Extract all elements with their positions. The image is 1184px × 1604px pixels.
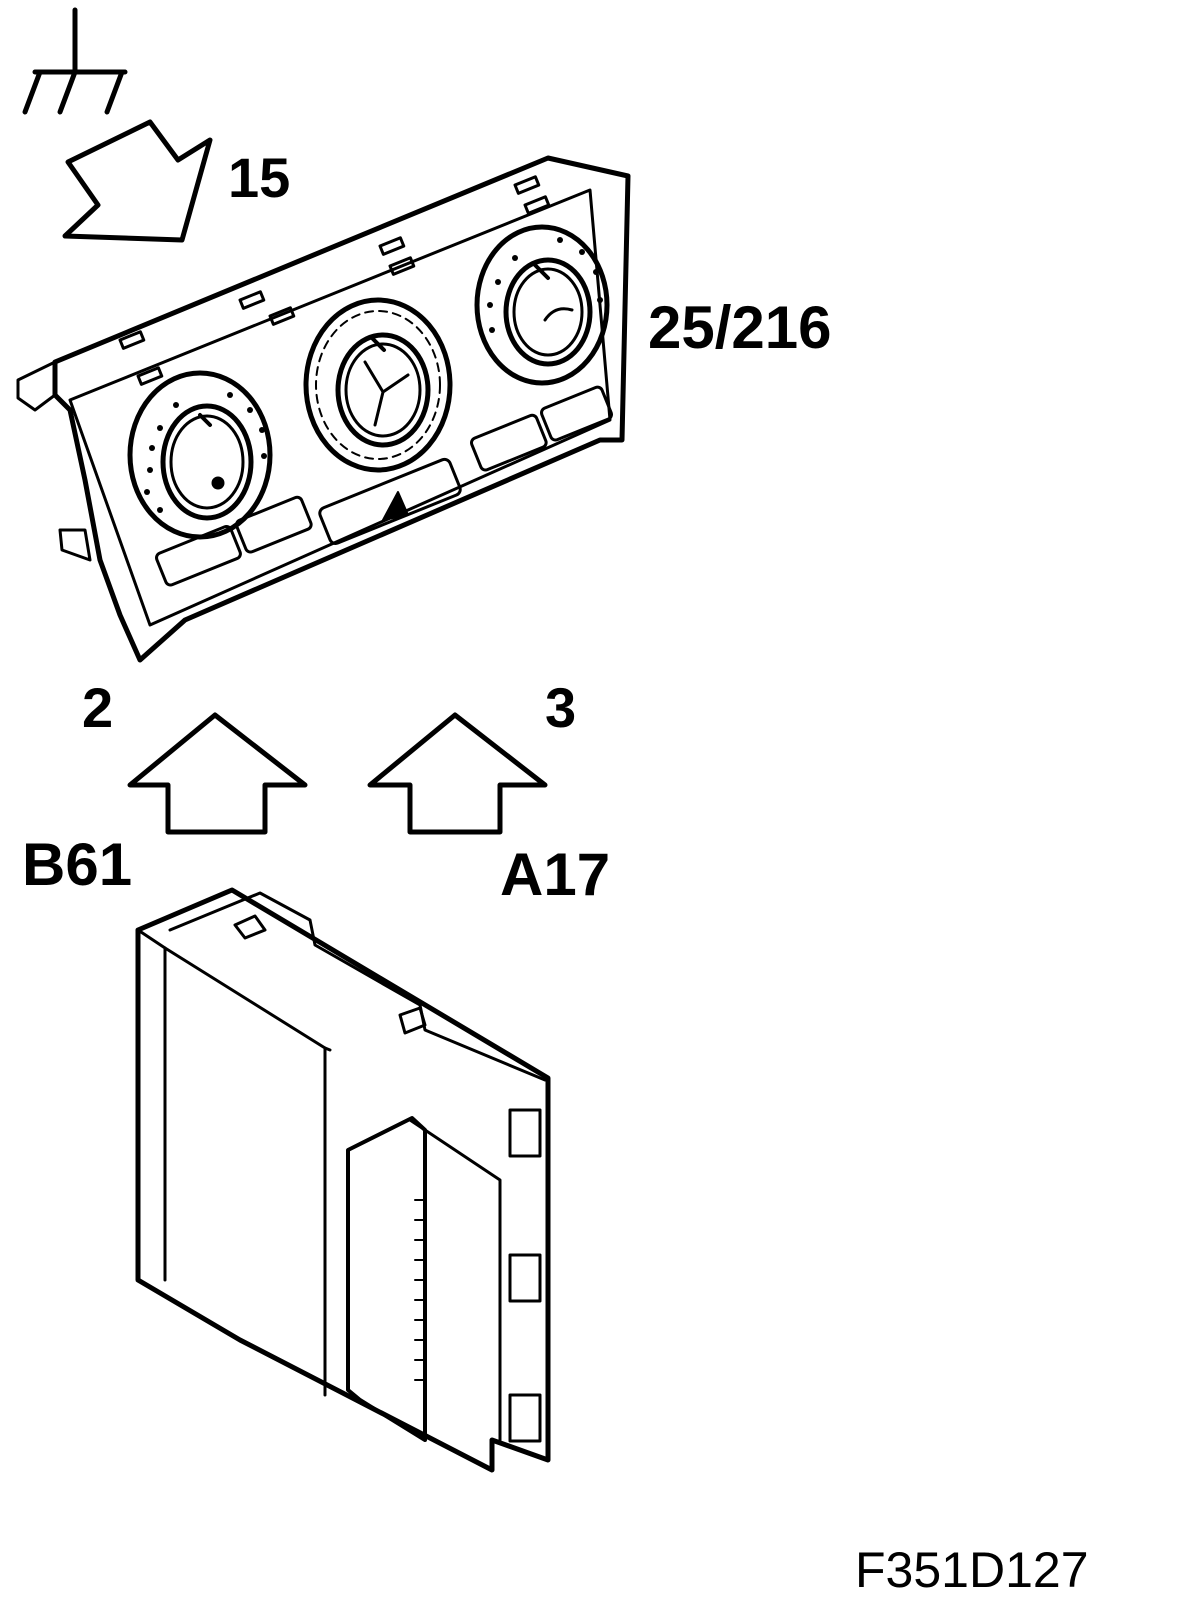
temperature-knob: [127, 370, 273, 540]
pin-label-2: 2: [82, 676, 114, 739]
hazard-button: [318, 457, 462, 545]
air-distribution-knob: [474, 224, 610, 386]
recirc-button: [540, 385, 613, 442]
up-arrow-icon: [127, 712, 308, 835]
ac-button: [470, 413, 548, 472]
connector-label-a17: A17: [500, 841, 611, 908]
ground-symbol-icon: [22, 7, 128, 115]
rear-defrost-button: [155, 525, 242, 587]
connection-number-15: 15: [228, 146, 291, 209]
left-button: [235, 495, 313, 554]
up-arrow-icon: [367, 712, 548, 835]
pin-label-3: 3: [545, 676, 577, 739]
climate-control-panel: [16, 155, 631, 663]
connector-label-b61: B61: [22, 831, 133, 898]
hazard-triangle-icon: [382, 491, 409, 521]
fan-speed-knob: [303, 297, 453, 473]
control-module: [135, 887, 551, 1473]
bent-arrow-icon: [62, 119, 213, 243]
climate-panel-ref-label: 25/216: [648, 294, 832, 361]
figure-id-label: F351D127: [855, 1542, 1089, 1598]
